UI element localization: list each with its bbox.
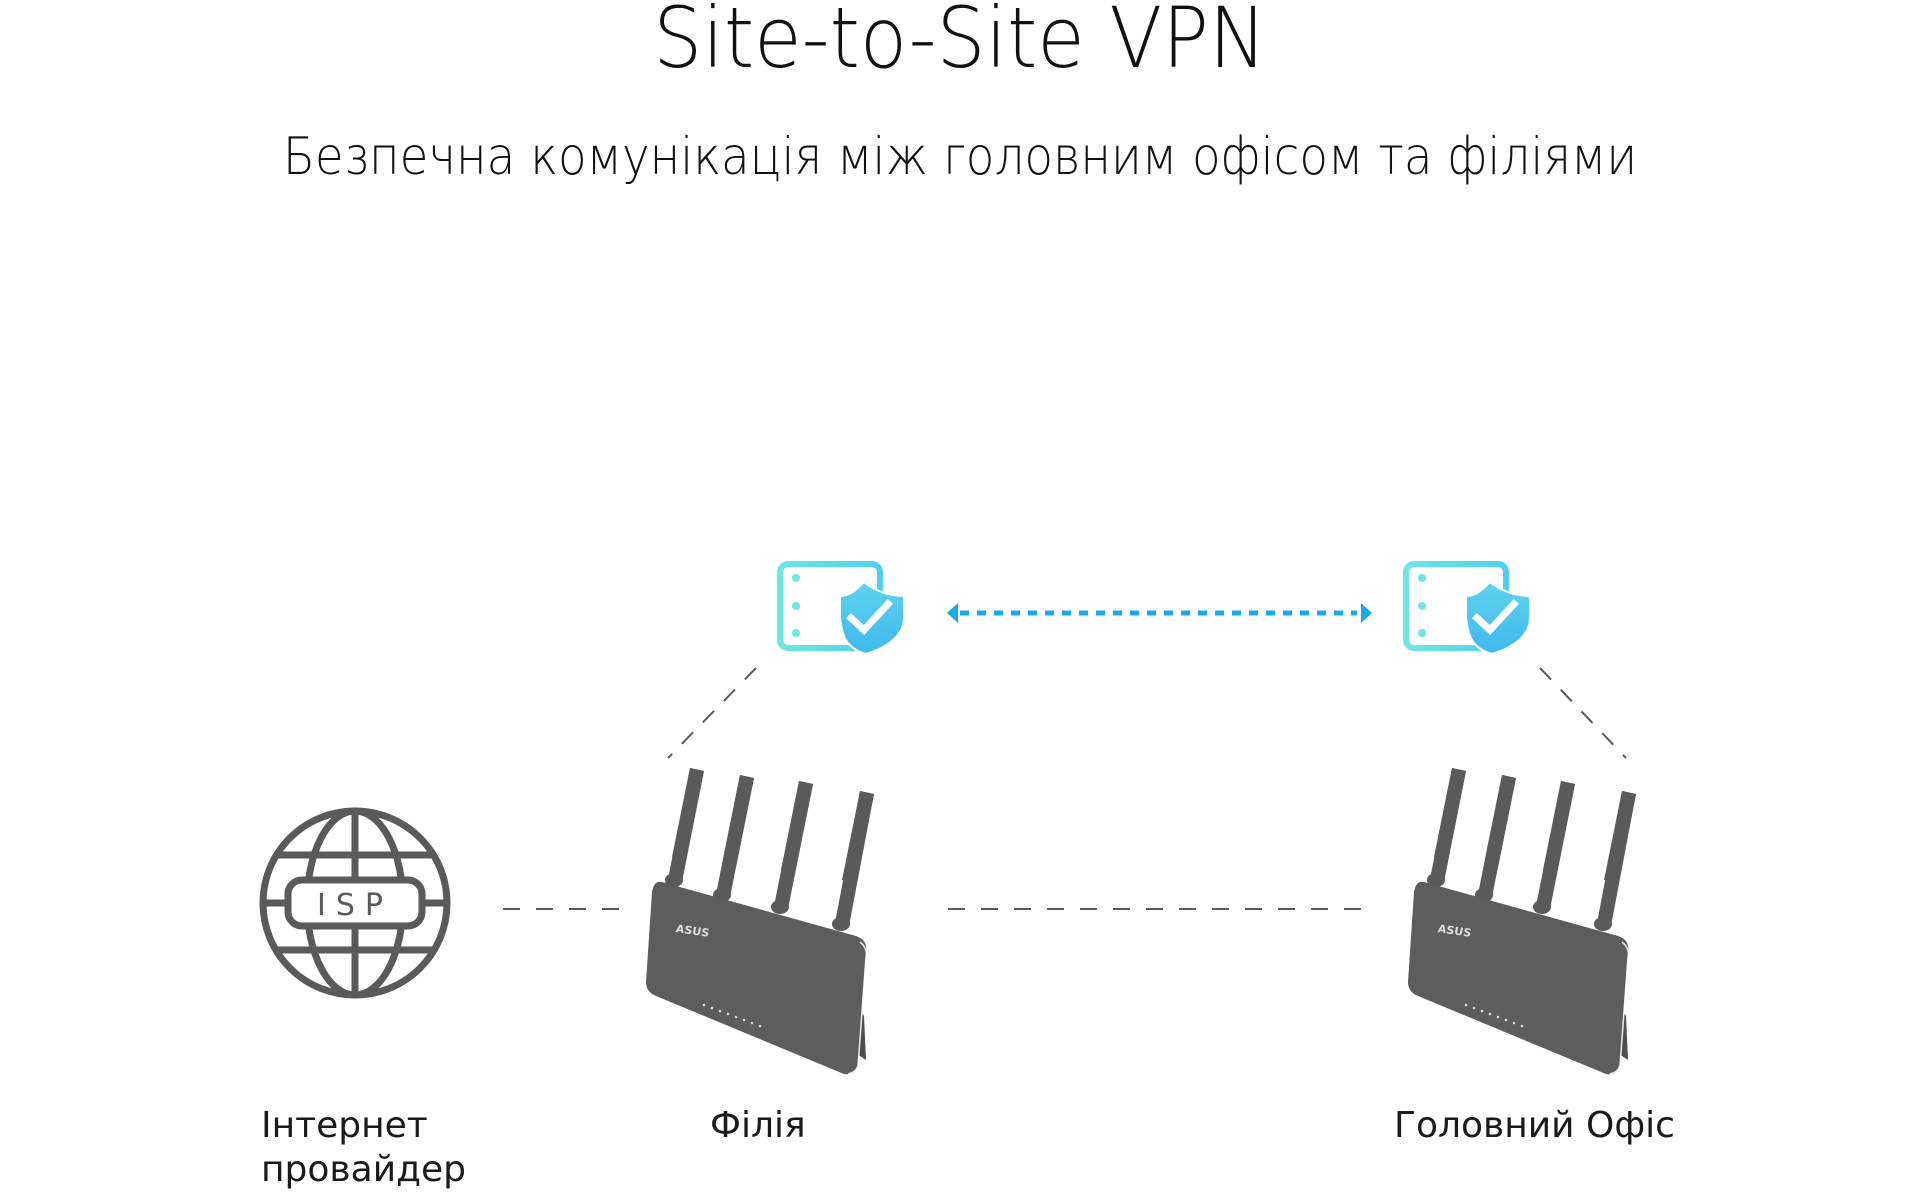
globe-isp-icon [259,807,451,999]
branch-vpn-server-shield-icon [780,564,904,654]
isp-label-line1: Інтернет [261,1105,428,1146]
hq-to-vpn-link [1539,667,1627,759]
branch-to-vpn-link [667,667,757,759]
branch-router-icon [645,767,875,1076]
hq-router-icon [1407,767,1637,1076]
isp-label: Інтернет провайдер [261,1104,466,1192]
arrow-left-head-icon [947,603,958,623]
page-subtitle: Безпечна комунікація між головним офісом… [282,127,1638,187]
isp-label-line2: провайдер [261,1149,466,1190]
hq-vpn-server-shield-icon [1406,564,1530,654]
arrow-right-head-icon [1361,603,1372,623]
page-title: Site-to-Site VPN [653,0,1267,87]
vpn-tunnel-arrow [947,603,1372,623]
branch-label: Філія [710,1105,806,1146]
head-office-label: Головний Офіс [1394,1105,1675,1146]
isp-badge-text: ISP [317,888,393,923]
